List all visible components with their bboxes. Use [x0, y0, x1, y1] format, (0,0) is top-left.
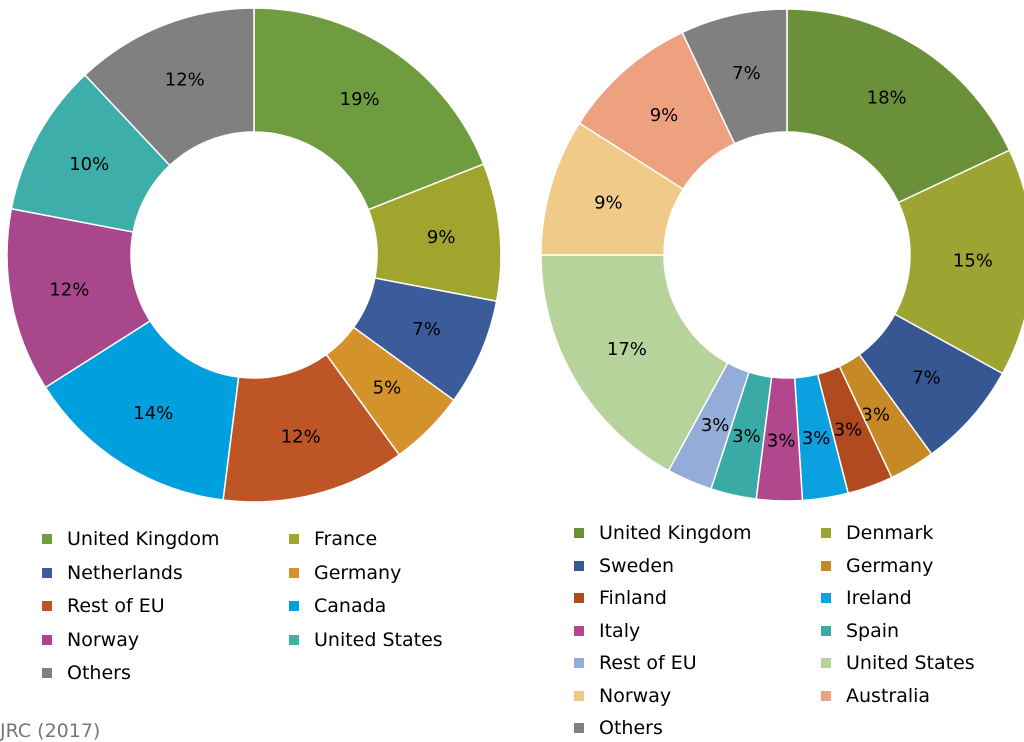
legend-label: Norway — [67, 628, 140, 651]
slice-label-germany: 3% — [861, 405, 890, 426]
legend-item-canada: Canada — [289, 595, 386, 617]
legend-item-united-kingdom: United Kingdom — [574, 522, 752, 544]
slice-label-rest-of-eu: 3% — [701, 415, 730, 436]
legend-swatch — [42, 567, 52, 578]
slice-label-united-states: 17% — [607, 339, 647, 360]
legend-swatch — [821, 690, 831, 701]
slice-label-france: 9% — [427, 227, 456, 248]
legend-label: France — [314, 528, 378, 550]
slice-label-united-kingdom: 19% — [340, 89, 380, 110]
legend-swatch — [289, 634, 299, 645]
slice-label-germany: 5% — [373, 377, 402, 398]
legend-swatch — [574, 528, 584, 538]
slice-united-states — [540, 254, 729, 472]
legend-swatch — [821, 625, 831, 636]
legend-item-others: Others — [42, 662, 131, 684]
legend-label: Netherlands — [67, 561, 183, 584]
legend-item-australia: Australia — [821, 685, 930, 707]
slice-label-canada: 14% — [133, 403, 173, 424]
slice-label-others: 7% — [732, 63, 761, 84]
legend-label: Canada — [314, 595, 387, 617]
legend-swatch — [574, 593, 584, 603]
legend-label: Others — [67, 662, 131, 684]
legend-label: Rest of EU — [599, 652, 697, 674]
slice-label-denmark: 15% — [953, 250, 993, 271]
legend-swatch — [289, 534, 299, 544]
legend-item-germany: Germany — [821, 555, 933, 577]
slice-label-rest-of-eu: 12% — [281, 427, 321, 448]
legend-label: United Kingdom — [67, 528, 220, 550]
slice-label-australia: 9% — [650, 105, 679, 126]
slice-united-kingdom — [253, 7, 485, 211]
legend-item-others: Others — [574, 717, 663, 739]
legend-swatch — [574, 723, 584, 733]
legend-swatch — [821, 528, 831, 538]
legend-swatch — [289, 567, 299, 578]
legend-label: Spain — [846, 619, 900, 642]
slice-canada — [44, 319, 240, 501]
legend-item-denmark: Denmark — [821, 522, 933, 544]
legend-swatch — [821, 658, 831, 668]
slice-label-norway: 9% — [594, 193, 623, 214]
donut-charts: 19%9%7%5%12%14%12%10%12% 18%15%7%3%3%3%3… — [6, 7, 1024, 503]
legend-label: United States — [846, 652, 975, 674]
legend-label: Germany — [314, 561, 402, 584]
source-note: JRC (2017) — [0, 720, 101, 742]
legend-item-italy: Italy — [574, 620, 640, 642]
legend-swatch — [289, 601, 299, 611]
slice-label-united-kingdom: 18% — [867, 87, 907, 108]
slice-label-united-states: 10% — [69, 154, 109, 175]
legend-label: Italy — [599, 619, 641, 642]
legend-swatch — [574, 625, 584, 636]
slice-label-finland: 3% — [834, 420, 863, 441]
legend-label: Others — [599, 717, 663, 739]
legend-swatch — [821, 560, 831, 571]
slice-label-ireland: 3% — [802, 428, 831, 449]
legend-label: Germany — [846, 554, 934, 577]
legend-swatch — [42, 668, 52, 678]
legend-item-rest-of-eu: Rest of EU — [42, 595, 165, 617]
legend-item-norway: Norway — [42, 629, 139, 651]
donut-chart-left: 19% 9% 7% 5% 12% 14% 12% 10% 12% — [6, 7, 502, 503]
slice-label-sweden: 7% — [912, 368, 941, 389]
slice-label-netherlands: 7% — [412, 319, 441, 340]
legend-item-spain: Spain — [821, 620, 899, 642]
legend-label: United States — [314, 628, 443, 651]
legend-item-finland: Finland — [574, 587, 667, 609]
legend-item-united-states: United States — [289, 629, 443, 651]
legend-swatch — [574, 560, 584, 571]
legend-item-norway: Norway — [574, 685, 671, 707]
legend-swatch — [42, 601, 52, 611]
legend-label: Ireland — [846, 587, 912, 609]
legend-label: Denmark — [846, 522, 934, 544]
legend-swatch — [42, 634, 52, 645]
legend-label: Finland — [599, 587, 667, 609]
legend-swatch — [574, 690, 584, 701]
slice-united-kingdom — [786, 8, 1011, 204]
legend-swatch — [42, 534, 52, 544]
legend-label: United Kingdom — [599, 522, 752, 544]
legend-item-united-states: United States — [821, 652, 975, 674]
legend-label: Rest of EU — [67, 595, 165, 617]
slice-label-italy: 3% — [767, 430, 796, 451]
slice-label-norway: 12% — [49, 280, 89, 301]
legend-swatch — [821, 593, 831, 603]
legend-item-ireland: Ireland — [821, 587, 912, 609]
legend-item-united-kingdom: United Kingdom — [42, 528, 220, 550]
donut-chart-right: 18%15%7%3%3%3%3%3%3%17%9%9%7% — [540, 8, 1024, 502]
legend-item-france: France — [289, 528, 377, 550]
legend-label: Australia — [846, 684, 931, 707]
slice-label-others: 12% — [165, 70, 205, 91]
slice-others — [681, 8, 788, 145]
legend-label: Norway — [599, 684, 672, 707]
legend-label: Sweden — [599, 554, 675, 577]
slice-others — [83, 7, 255, 167]
legend-item-sweden: Sweden — [574, 555, 674, 577]
legend-item-germany: Germany — [289, 562, 401, 584]
slice-denmark — [893, 149, 1024, 375]
legend-item-netherlands: Netherlands — [42, 562, 183, 584]
slice-label-spain: 3% — [732, 426, 761, 447]
legend-swatch — [574, 658, 584, 668]
legend-item-rest-of-eu: Rest of EU — [574, 652, 697, 674]
